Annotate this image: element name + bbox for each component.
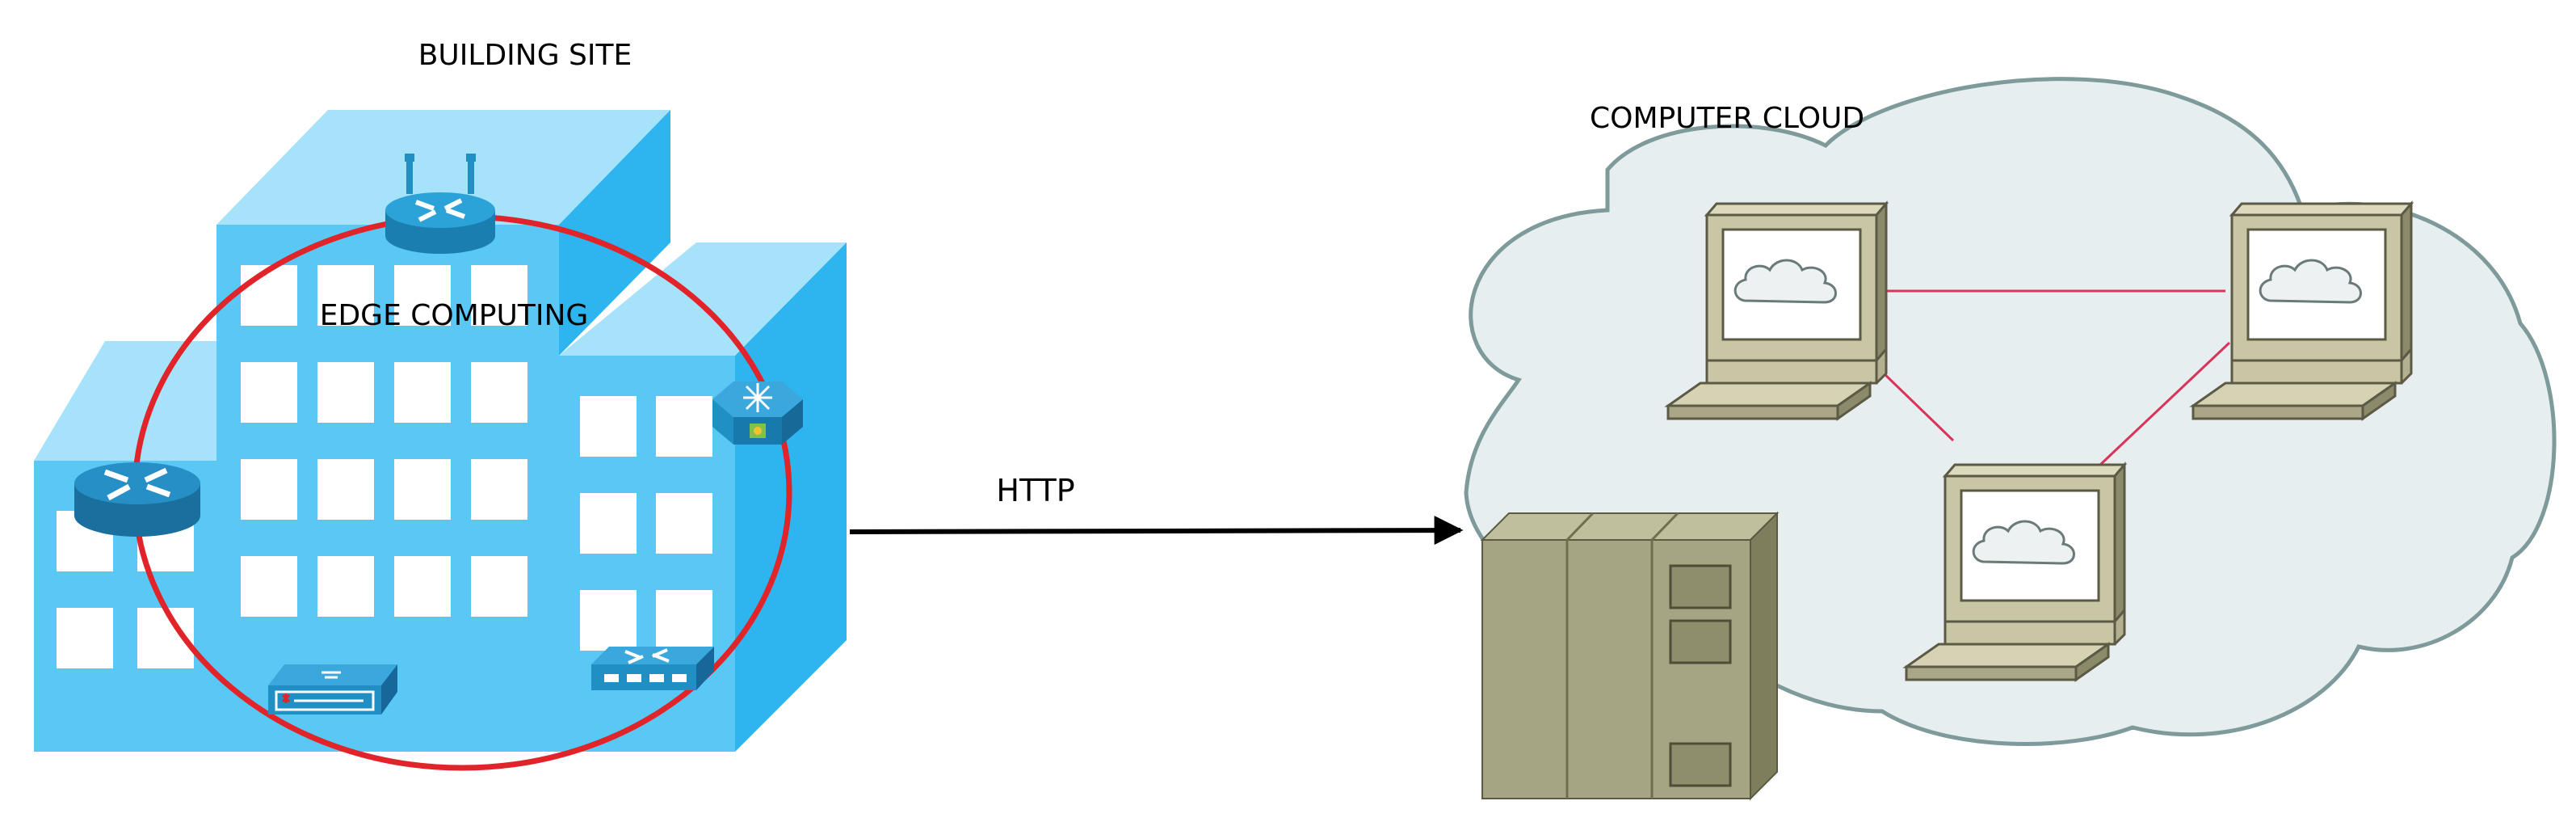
wireless-router-icon[interactable]	[385, 154, 495, 254]
firewall-icon[interactable]	[268, 664, 397, 715]
router-icon[interactable]	[74, 462, 200, 537]
cloud-links	[1881, 289, 2231, 466]
layer3-switch-icon[interactable]	[712, 381, 803, 445]
building-site-title: BUILDING SITE	[418, 39, 632, 72]
switch-icon[interactable]	[591, 647, 714, 690]
http-label: HTTP	[996, 473, 1074, 508]
edge-computing-label: EDGE COMPUTING	[320, 299, 589, 332]
computer-cloud-title: COMPUTER CLOUD	[1590, 102, 1864, 135]
server-icon[interactable]	[1480, 511, 1780, 801]
http-connection: HTTP	[849, 473, 1464, 546]
